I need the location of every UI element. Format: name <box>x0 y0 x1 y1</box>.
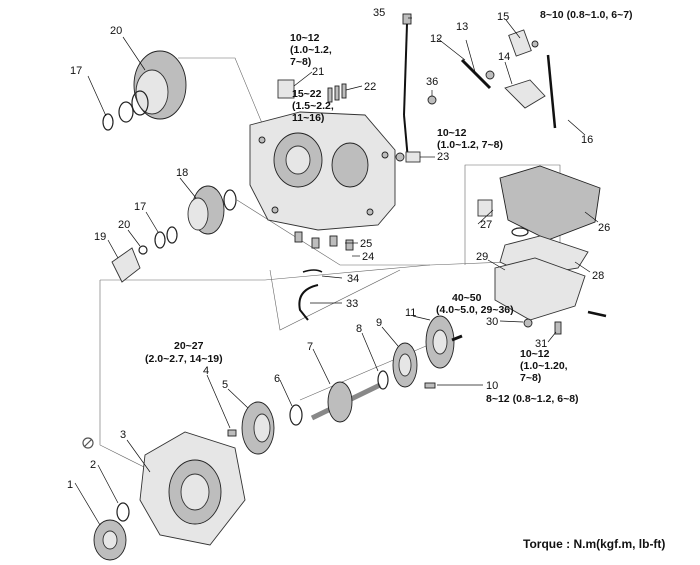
oil-pan-30 <box>494 257 586 321</box>
torque-4-line1: 20~27 <box>174 340 204 352</box>
label-6: 6 <box>274 373 280 385</box>
label-33: 33 <box>346 298 358 310</box>
label-27: 26 <box>598 222 610 234</box>
label-17-upper: 17 <box>70 65 82 77</box>
gear-11 <box>425 315 463 369</box>
label-4: 4 <box>203 365 209 377</box>
torque-24-line1: 10~12 <box>437 127 467 139</box>
label-29: 28 <box>592 270 604 282</box>
label-36: 36 <box>426 76 438 88</box>
label-19: 19 <box>94 231 106 243</box>
shaft-12 <box>460 58 492 90</box>
torque-4-line2: (2.0~2.7, 14~19) <box>145 353 223 365</box>
bolt-10 <box>424 382 436 389</box>
dipstick-35 <box>402 13 412 161</box>
label-22: 21 <box>312 66 324 78</box>
bolts-25-26 <box>294 231 354 251</box>
torque-23-line3: 11~16) <box>292 112 324 124</box>
harness-33 <box>298 284 319 321</box>
sensor-22 <box>277 79 295 99</box>
pin-13 <box>485 70 495 80</box>
torque-15: 8~10 (0.8~1.0, 6~7) <box>540 9 633 21</box>
label-21: 20 <box>110 25 122 37</box>
leader-lines <box>74 17 599 526</box>
no-reuse-icon <box>82 437 94 449</box>
lever-14 <box>504 79 546 109</box>
label-20: 20 <box>118 219 130 231</box>
oring-28 <box>511 227 529 237</box>
label-28: 27 <box>480 219 492 231</box>
label-10: 10 <box>486 380 498 392</box>
label-32: 31 <box>535 338 547 350</box>
label-1: 1 <box>67 479 73 491</box>
torque-32-line2: (1.0~1.20, <box>520 360 568 372</box>
label-13: 13 <box>456 21 468 33</box>
clip-20 <box>138 245 148 255</box>
label-11: 11 <box>405 307 416 319</box>
oil-seal-2 <box>116 502 130 522</box>
label-18: 18 <box>176 167 188 179</box>
ring-17-upper <box>102 113 114 131</box>
torque-32-line1: 10~12 <box>520 348 550 360</box>
label-30: 29 <box>476 251 488 263</box>
bracket-15 <box>508 29 532 57</box>
spring-28 <box>477 199 493 217</box>
label-12: 12 <box>430 33 442 45</box>
bearing-race <box>223 189 237 211</box>
guide-lines <box>99 57 561 471</box>
ring-17-lower <box>166 226 178 244</box>
torque-24-line2: (1.0~1.2, 7~8) <box>437 139 503 151</box>
torque-32-line3: 7~8) <box>520 372 541 384</box>
label-8: 8 <box>356 323 362 335</box>
label-3: 3 <box>120 429 126 441</box>
washer-8 <box>377 370 389 390</box>
label-14: 14 <box>498 51 510 63</box>
label-17-lower: 17 <box>134 201 146 213</box>
torque-labels: 10~12 (1.0~1.2, 7~8) 15~22 (1.5~2.2, 11~… <box>145 9 633 405</box>
ring-gear-21 <box>118 50 187 123</box>
label-5: 5 <box>222 379 228 391</box>
torque-22-line1: 10~12 <box>290 32 320 44</box>
label-25: 24 <box>362 251 374 263</box>
torque-10: 8~12 (0.8~1.2, 6~8) <box>486 393 579 405</box>
input-shaft-7 <box>310 381 382 423</box>
torque-units-footer: Torque : N.m(kgf.m, lb-ft) <box>523 537 665 551</box>
torque-22-line2: (1.0~1.2, <box>290 44 332 56</box>
part-labels: 20 17 35 13 12 15 14 16 36 21 22 23 18 1… <box>67 7 610 491</box>
fitting-24 <box>395 151 421 163</box>
label-35: 35 <box>373 7 385 19</box>
bolt-4 <box>227 429 237 437</box>
torque-23-line1: 15~22 <box>292 88 322 100</box>
label-26: 25 <box>360 238 372 250</box>
bracket-19 <box>111 247 141 283</box>
bolts-23 <box>327 83 347 103</box>
transaxle-case <box>249 111 396 231</box>
rod-16 <box>546 54 557 129</box>
oring-6 <box>289 404 303 426</box>
bolt-36 <box>427 95 437 105</box>
label-9: 9 <box>376 317 382 329</box>
label-2: 2 <box>90 459 96 471</box>
torque-29-line2: (4.0~5.0, 29~36) <box>436 304 514 316</box>
label-16: 16 <box>581 134 593 146</box>
label-15: 15 <box>497 11 509 23</box>
label-7: 7 <box>307 341 313 353</box>
differential-18 <box>187 185 225 235</box>
torque-22-line3: 7~8) <box>290 56 311 68</box>
clip-34 <box>302 269 323 273</box>
label-31: 30 <box>486 316 498 328</box>
label-34: 34 <box>347 273 359 285</box>
torque-23-line2: (1.5~2.2, <box>292 100 334 112</box>
bolt-32 <box>554 321 562 335</box>
plug-31 <box>523 318 533 328</box>
bolt-40-50 <box>587 310 607 318</box>
ring-17-lower-b <box>154 231 166 249</box>
bolt-15 <box>531 40 539 48</box>
label-24: 23 <box>437 151 449 163</box>
valve-body-27 <box>499 165 601 241</box>
label-23: 22 <box>364 81 376 93</box>
torque-29-line1: 40~50 <box>452 292 482 304</box>
